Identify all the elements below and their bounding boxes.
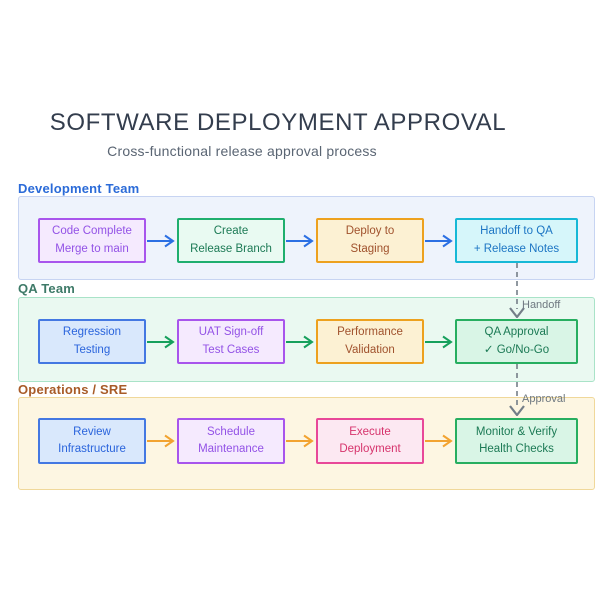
node-deploy-to-staging: Deploy to Staging [316, 218, 424, 263]
node-performance-validation: Performance Validation [316, 319, 424, 364]
node-text: Monitor & Verify [475, 425, 558, 438]
node-text: Deploy to [345, 225, 395, 238]
node-text: Review [73, 425, 111, 438]
node-text: Execute [349, 425, 391, 438]
node-text: UAT Sign-off [198, 326, 264, 339]
node-qa-approval: QA Approval ✓ Go/No-Go [455, 319, 578, 364]
node-text: ✓ Go/No-Go [483, 343, 550, 356]
node-uat-signoff: UAT Sign-off Test Cases [177, 319, 285, 364]
flow-arrow-ops-3 [425, 434, 453, 448]
flow-arrow-dev-3 [425, 234, 453, 248]
lane-label-qa-team: QA Team [18, 281, 76, 296]
node-review-infrastructure: Review Infrastructure [38, 418, 146, 464]
node-text: Regression [62, 326, 122, 339]
node-create-release-branch: Create Release Branch [177, 218, 285, 263]
flow-arrow-qa-3 [425, 335, 453, 349]
node-handoff-to-qa: Handoff to QA + Release Notes [455, 218, 578, 263]
node-text: Deployment [339, 443, 401, 455]
node-text: Testing [73, 343, 111, 356]
node-monitor-verify: Monitor & Verify Health Checks [455, 418, 578, 464]
page-title: SOFTWARE DEPLOYMENT APPROVAL [49, 109, 507, 136]
node-text: Performance [337, 326, 403, 339]
node-text: + Release Notes [473, 242, 560, 255]
node-text: Handoff to QA [480, 225, 553, 238]
lane-label-development-team: Development Team [18, 181, 140, 196]
flow-arrow-ops-1 [147, 434, 175, 448]
node-text: Create [213, 225, 249, 238]
node-text: Merge to main [55, 242, 129, 255]
node-text: Staging [350, 242, 390, 255]
node-text: QA Approval [484, 326, 549, 339]
node-text: Validation [345, 343, 395, 356]
page-subtitle: Cross-functional release approval proces… [107, 143, 377, 159]
handoff-connector-label: Handoff [522, 299, 561, 311]
flow-arrow-dev-2 [286, 234, 314, 248]
node-text: Infrastructure [58, 443, 126, 455]
approval-connector-arrow [509, 364, 525, 416]
node-text: Maintenance [198, 443, 264, 455]
node-code-complete: Code Complete Merge to main [38, 218, 146, 263]
node-regression-testing: Regression Testing [38, 319, 146, 364]
approval-connector-label: Approval [522, 393, 566, 405]
lane-label-operations-sre: Operations / SRE [18, 382, 128, 397]
node-text: Test Cases [202, 343, 260, 356]
node-execute-deployment: Execute Deployment [316, 418, 424, 464]
flow-arrow-qa-2 [286, 335, 314, 349]
flow-arrow-dev-1 [147, 234, 175, 248]
node-text: Code Complete [52, 225, 132, 238]
handoff-connector-arrow [509, 263, 525, 318]
node-schedule-maintenance: Schedule Maintenance [177, 418, 285, 464]
flow-arrow-ops-2 [286, 434, 314, 448]
node-text: Release Branch [190, 242, 272, 255]
node-text: Schedule [207, 425, 255, 438]
flow-arrow-qa-1 [147, 335, 175, 349]
node-text: Health Checks [479, 443, 554, 455]
